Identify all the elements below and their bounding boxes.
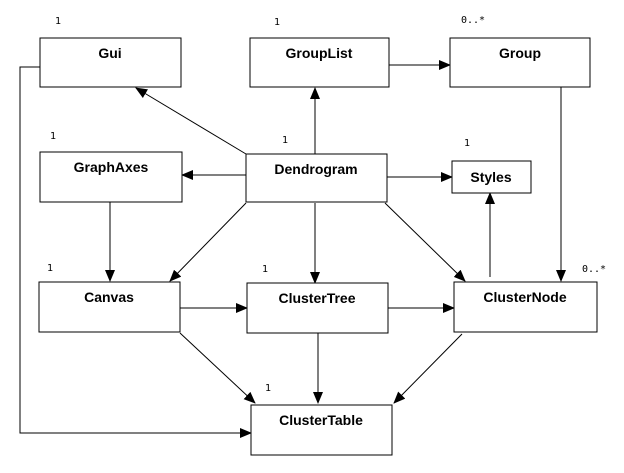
edge-canvas-clustertable: [179, 332, 256, 404]
class-clustertable-label: ClusterTable: [279, 412, 363, 428]
class-gui-label: Gui: [98, 45, 121, 61]
class-group-label: Group: [499, 45, 541, 61]
multiplicity-labels: 1 1 0..* 1 1 1 1 1 0..* 1: [47, 15, 606, 394]
class-grouplist[interactable]: GroupList: [249, 37, 390, 88]
class-styles-label: Styles: [470, 169, 511, 185]
multiplicity-graphaxes: 1: [50, 131, 56, 142]
multiplicity-dendrogram: 1: [282, 135, 288, 146]
multiplicity-grouplist: 1: [274, 17, 280, 28]
multiplicity-clustertree: 1: [262, 264, 268, 275]
multiplicity-clusternode: 0..*: [582, 264, 606, 275]
class-boxes: Gui GroupList Group GraphAxes Dendrogram…: [38, 37, 598, 456]
edge-clusternode-clustertable: [393, 333, 463, 404]
class-dendrogram-label: Dendrogram: [274, 161, 357, 177]
association-edges: [19, 60, 566, 438]
multiplicity-gui: 1: [55, 16, 61, 27]
edge-dendrogram-gui: [135, 87, 247, 155]
multiplicity-styles: 1: [464, 138, 470, 149]
edge-gui-clustertable: [19, 66, 252, 438]
class-graphaxes[interactable]: GraphAxes: [39, 151, 183, 203]
class-grouplist-label: GroupList: [286, 45, 353, 61]
class-group[interactable]: Group: [449, 37, 591, 88]
class-clustertree-label: ClusterTree: [278, 290, 355, 306]
edge-dendrogram-clusternode: [384, 202, 466, 282]
class-clusternode-label: ClusterNode: [483, 289, 566, 305]
class-clustertree[interactable]: ClusterTree: [246, 282, 389, 334]
class-dendrogram[interactable]: Dendrogram: [245, 153, 388, 203]
class-clusternode[interactable]: ClusterNode: [453, 281, 598, 333]
multiplicity-canvas: 1: [47, 263, 53, 274]
class-styles[interactable]: Styles: [451, 160, 532, 194]
class-gui[interactable]: Gui: [39, 37, 182, 88]
class-canvas[interactable]: Canvas: [38, 281, 181, 333]
multiplicity-group: 0..*: [461, 15, 485, 26]
edge-dendrogram-canvas: [169, 202, 247, 282]
class-canvas-label: Canvas: [84, 289, 134, 305]
class-graphaxes-label: GraphAxes: [74, 159, 149, 175]
multiplicity-clustertable: 1: [265, 383, 271, 394]
class-clustertable[interactable]: ClusterTable: [250, 404, 393, 456]
